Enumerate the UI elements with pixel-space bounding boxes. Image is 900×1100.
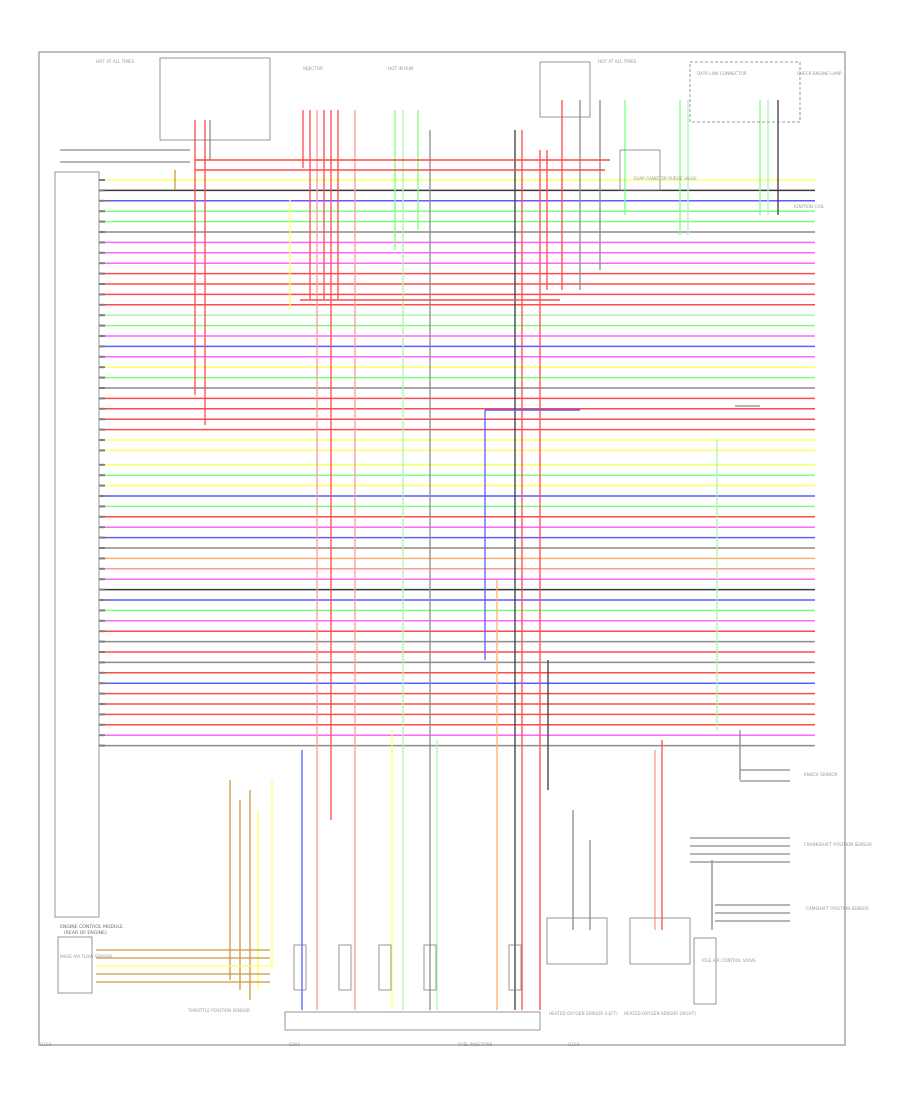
connector-pin — [99, 703, 105, 705]
o2-left-label: HEATED OXYGEN SENSOR (LEFT) — [549, 1011, 618, 1016]
connector-pin — [99, 557, 105, 560]
ecm-subtitle: (REAR OF ENGINE) — [64, 930, 107, 936]
connector-pin — [99, 619, 105, 622]
data-link-box — [689, 61, 801, 123]
connector-pin — [99, 505, 105, 508]
connector-pin — [99, 179, 105, 181]
connector-pin — [99, 547, 105, 549]
connector-pin — [99, 609, 105, 612]
connector-pin — [99, 578, 105, 581]
connector-pin — [99, 515, 105, 518]
connector-pin — [99, 241, 105, 244]
ecm-title: ENGINE CONTROL MODULE — [60, 924, 123, 930]
connector-pin — [99, 713, 105, 716]
connector-pin — [99, 671, 105, 674]
knock-sensor-label: KNOCK SENSOR — [804, 772, 838, 777]
ecm-box — [54, 171, 100, 918]
ground-left-label: G101 — [289, 1042, 301, 1047]
connector-pin — [99, 407, 105, 410]
cam-sensor-label: CAMSHAFT POSITION SENSOR — [806, 906, 869, 911]
connector-pin — [99, 439, 105, 441]
connector-pin — [99, 449, 105, 452]
connector-pin — [99, 428, 105, 431]
fuse-box-left — [159, 57, 271, 141]
connector-pin — [99, 418, 105, 421]
connector-pin — [99, 231, 105, 233]
ground-mid-label: G102 — [568, 1042, 580, 1047]
fuel-injector-3 — [378, 944, 392, 991]
crank-sensor-label: CRANKSHAFT POSITION SENSOR — [804, 842, 872, 847]
connector-pin — [99, 536, 105, 539]
connector-pin — [99, 303, 105, 306]
o2-left-box — [546, 917, 608, 965]
injectors-bottom-label: FUEL INJECTORS — [458, 1042, 493, 1047]
connector-pin — [99, 630, 105, 633]
connector-pin — [99, 484, 105, 487]
connector-pin — [99, 262, 105, 265]
connector-pin — [99, 376, 105, 379]
fuel-injector-4 — [423, 944, 437, 991]
label-group: ENGINE CONTROL MODULE (REAR OF ENGINE) H… — [40, 59, 872, 1047]
connector-pin — [99, 526, 105, 529]
connector-pin — [99, 314, 105, 317]
connector-pin — [99, 599, 105, 601]
connector-pin — [99, 272, 105, 275]
fuse-label-left: HOT AT ALL TIMES — [96, 59, 135, 64]
connector-pin — [99, 495, 105, 497]
connector-pin — [99, 210, 105, 213]
fuse-label-right: HOT AT ALL TIMES — [598, 59, 637, 64]
connector-pin — [99, 692, 105, 695]
evap-box — [619, 149, 661, 191]
connector-pin — [99, 397, 105, 400]
connector-pin — [99, 251, 105, 254]
connector-pin — [99, 293, 105, 296]
connector-pin — [99, 661, 105, 664]
connector-pin — [99, 474, 105, 477]
connector-pin — [99, 355, 105, 358]
connector-pin — [99, 189, 105, 192]
connector-pin — [99, 723, 105, 726]
o2-right-box — [629, 917, 691, 965]
iac-label: IDLE AIR CONTROL VALVE — [702, 958, 756, 963]
connector-pin — [99, 345, 105, 348]
data-link-label: DATA LINK CONNECTOR — [697, 71, 747, 76]
fuse-box-mid — [539, 61, 591, 118]
tps-label: THROTTLE POSITION SENSOR — [187, 1008, 250, 1013]
connector-pin — [99, 588, 105, 591]
connector-pin — [99, 463, 105, 466]
fuel-injector-5 — [508, 944, 522, 991]
connector-pin — [99, 324, 105, 327]
diagram-frame — [38, 51, 846, 1046]
injector-top-label: INJECTOR — [303, 66, 323, 71]
connector-pin — [99, 199, 105, 202]
connector-pin — [99, 567, 105, 570]
connector-pin — [99, 283, 105, 285]
connector-pin — [99, 651, 105, 653]
connector-pin — [99, 734, 105, 737]
connector-pin — [99, 335, 105, 337]
fuse-label-mid: HOT IN RUN — [388, 66, 413, 71]
fuel-injector-1 — [293, 944, 307, 991]
wire-group — [60, 100, 815, 1010]
fuel-injector-2 — [338, 944, 352, 991]
ignition-coil-label: IGNITION COIL — [794, 204, 825, 209]
connector-pin — [99, 366, 105, 369]
maf-label: MASS AIR FLOW SENSOR — [60, 954, 112, 959]
iac-box — [693, 937, 717, 1005]
injector-ground-bar — [284, 1011, 541, 1031]
connector-pin — [99, 387, 105, 389]
evap-label: EVAP CANISTER PURGE VALVE — [634, 176, 697, 181]
check-engine-label: CHECK ENGINE LAMP — [797, 71, 842, 76]
ground-right-label: G103 — [40, 1042, 52, 1047]
connector-pin — [99, 744, 105, 747]
o2-right-label: HEATED OXYGEN SENSOR (RIGHT) — [624, 1011, 696, 1016]
maf-box — [57, 936, 93, 994]
connector-pin — [99, 682, 105, 685]
connector-pin — [99, 220, 105, 223]
component-group — [54, 57, 801, 1031]
connector-pin — [99, 640, 105, 643]
